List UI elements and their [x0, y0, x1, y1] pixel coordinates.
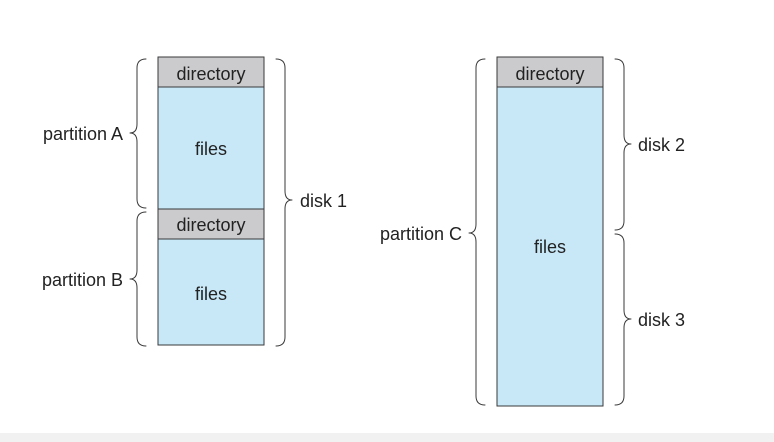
disk-1-label: disk 1	[300, 191, 347, 211]
partition-c-files-label: files	[534, 237, 566, 257]
partition-a-files-label: files	[195, 139, 227, 159]
partition-a-files-box	[157, 86, 265, 210]
disk-3-brace	[614, 233, 632, 406]
partition-b-directory-label: directory	[176, 215, 245, 235]
bottom-strip	[0, 433, 774, 442]
partition-a-directory-label: directory	[176, 64, 245, 84]
partition-b-brace	[129, 211, 147, 347]
partition-b-files-box	[157, 238, 265, 346]
disk-2-label: disk 2	[638, 135, 685, 155]
disk-1-brace	[275, 58, 293, 347]
partition-c-directory-label: directory	[515, 64, 584, 84]
disk-1-column: directory files directory files partitio…	[42, 56, 347, 347]
partition-c-files-box	[496, 86, 604, 407]
partition-b-files-label: files	[195, 284, 227, 304]
partition-b-label: partition B	[42, 270, 123, 290]
partition-c-column: directory files partition C disk 2 disk …	[380, 56, 685, 407]
partition-b-directory-box	[157, 208, 265, 240]
partition-c-brace	[468, 58, 486, 406]
partition-a-label: partition A	[43, 124, 123, 144]
partition-c-label: partition C	[380, 224, 462, 244]
partition-a-brace	[129, 58, 147, 209]
disk-3-label: disk 3	[638, 310, 685, 330]
disk-2-brace	[614, 58, 632, 231]
